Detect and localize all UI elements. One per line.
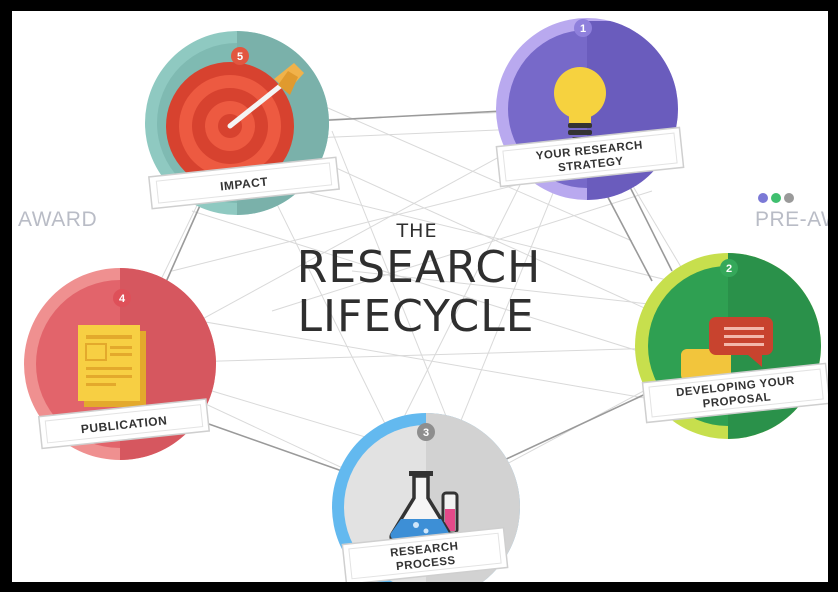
title-the: THE — [396, 220, 438, 242]
network-lines-dark — [161, 110, 673, 472]
stage-5-impact: 5 IMPACT — [145, 31, 340, 215]
stage-5-label: IMPACT — [219, 175, 268, 194]
stage-1-badge: 1 — [580, 23, 586, 35]
pre-award-dots — [758, 193, 794, 203]
stage-4-publication: 4 PUBLICATION — [24, 268, 216, 460]
title-research: RESEARCH — [297, 242, 541, 293]
stage-4-badge: 4 — [119, 293, 126, 305]
stage-2-badge: 2 — [726, 263, 732, 275]
research-lifecycle-diagram: AWARD PRE-AW THE RESEARCH LIFECYCLE 5 — [18, 18, 828, 582]
target-arrow-icon — [166, 62, 304, 190]
stage-5-badge: 5 — [237, 51, 243, 63]
lightbulb-icon — [554, 67, 606, 142]
award-side-label: AWARD — [18, 208, 97, 231]
stage-3-process: 3 RESEARCH PROCESS — [332, 413, 520, 582]
speech-bubbles-icon — [681, 317, 773, 391]
stage-1-strategy: 1 YOUR RESEARCH STRATEGY — [495, 18, 685, 200]
pre-award-side-label: PRE-AW — [755, 208, 828, 231]
diagram-canvas: AWARD PRE-AW THE RESEARCH LIFECYCLE 5 — [12, 11, 828, 582]
stage-3-badge: 3 — [423, 427, 429, 439]
title-lifecycle: LIFECYCLE — [297, 291, 534, 342]
document-icon — [78, 325, 146, 407]
stage-2-proposal: 2 DEVELOPING YOUR PROPOSAL — [635, 253, 828, 439]
